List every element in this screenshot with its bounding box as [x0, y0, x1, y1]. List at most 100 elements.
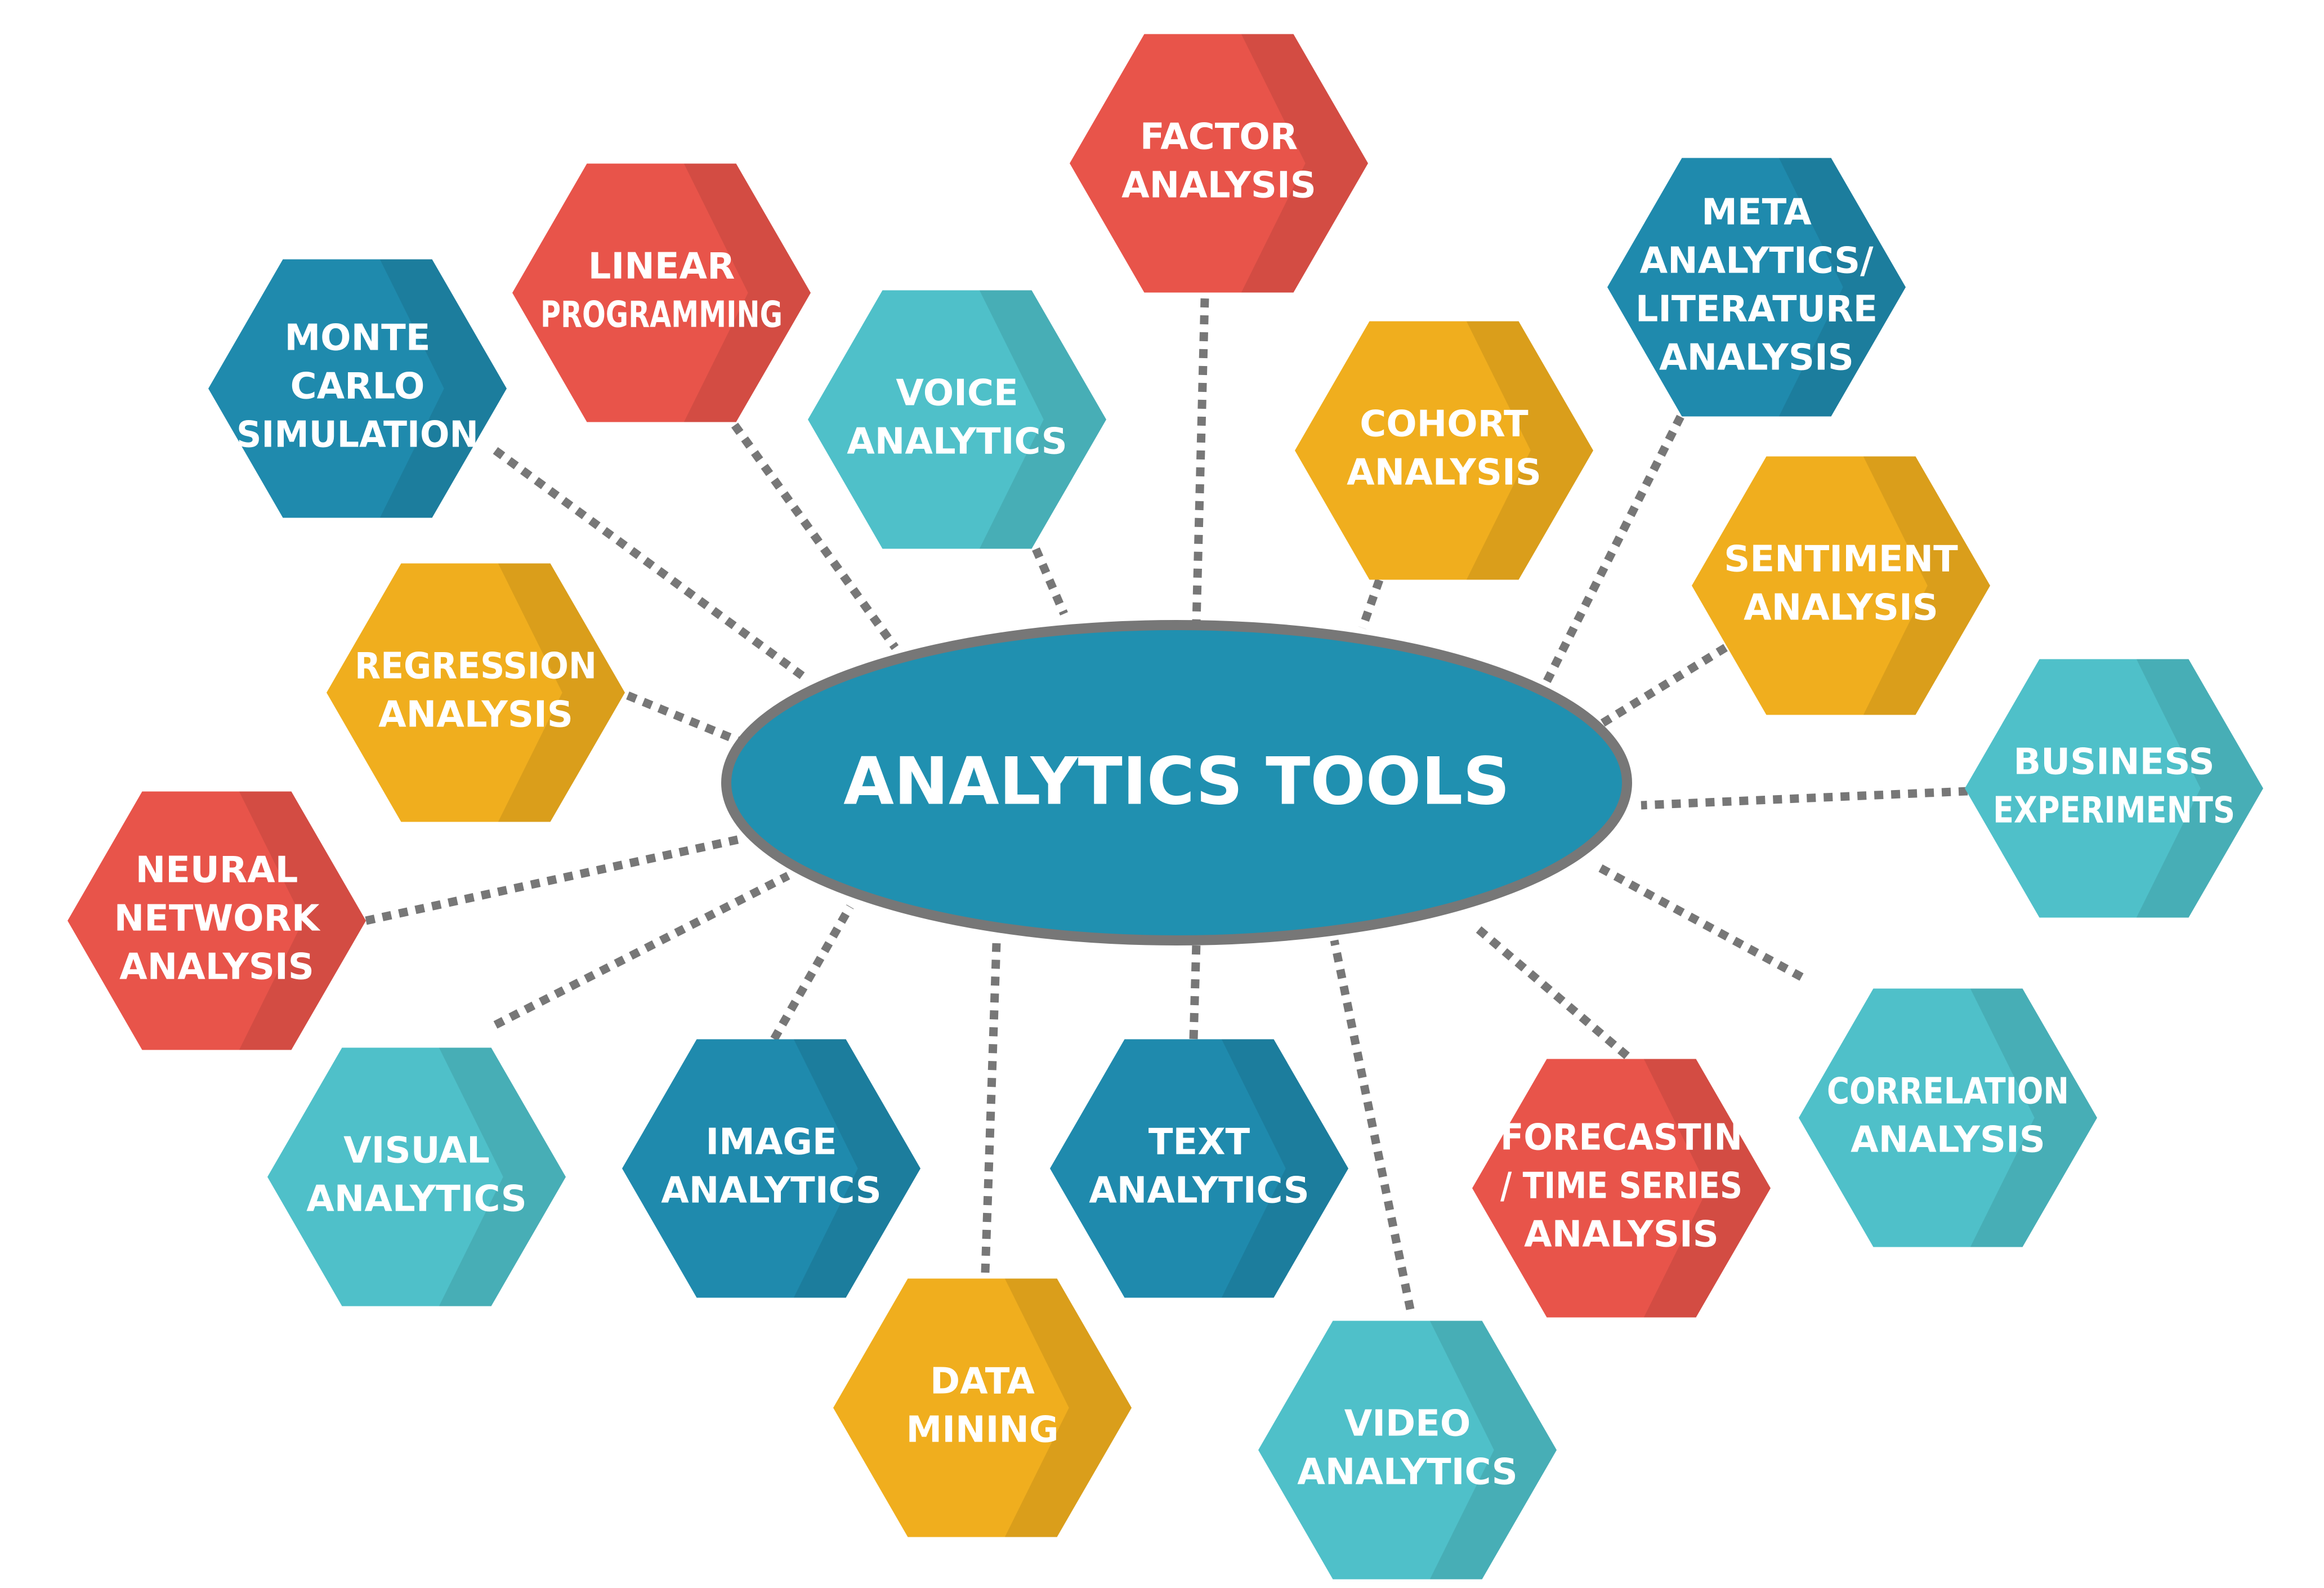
hexagon-shade-monte-carlo-simulation	[379, 259, 507, 518]
center-ellipse	[721, 620, 1632, 945]
hexagon-business-experiments	[1965, 659, 2263, 918]
node-text-analytics: TEXT ANALYTICS	[1050, 1039, 1348, 1298]
tool-nodes: FACTOR ANALYSIS LINEAR PROGRAMMING MONTE CARL…	[68, 34, 2263, 1580]
connector-sentiment-analysis	[1599, 644, 1728, 728]
hexagon-factor-analysis	[1070, 34, 1368, 293]
hexagon-visual-analytics	[267, 1047, 566, 1306]
hexagon-data-mining	[833, 1278, 1132, 1537]
connector-monte-carlo-simulation	[493, 447, 805, 680]
node-label-line: ANALYSIS	[1851, 1119, 2045, 1161]
hexagon-shade-visual-analytics	[439, 1047, 566, 1306]
node-label-line: CORRELATION	[1827, 1071, 2069, 1113]
node-correlation-analysis: CORRELATION ANALYSIS	[1799, 988, 2097, 1247]
node-data-mining: DATA MINING	[833, 1278, 1132, 1537]
hexagon-regression-analysis	[327, 563, 625, 822]
node-label-line: / TIME SERIES	[1500, 1166, 1742, 1207]
node-regression-analysis: REGRESSION ANALYSIS	[327, 563, 625, 822]
node-label-line: DATA	[930, 1361, 1035, 1403]
node-label-line: ANALYTICS	[847, 421, 1067, 463]
node-label-line: REGRESSION	[355, 646, 597, 688]
hexagon-shade-voice-analytics	[979, 290, 1106, 549]
node-label-line: ANALYTICS	[306, 1179, 527, 1220]
hexagon-text-analytics	[1050, 1039, 1348, 1298]
hexagon-shade-meta-analytics	[1778, 158, 1906, 417]
node-label-line: ANALYSIS	[1744, 587, 1938, 629]
node-label-line: BUSINESS	[2013, 742, 2214, 783]
node-visual-analytics: VISUAL ANALYTICS	[267, 1047, 566, 1306]
node-label-line: ANALYSIS	[1347, 452, 1541, 494]
node-label-line: LITERATURE	[1635, 289, 1878, 331]
connector-business-experiments	[1641, 787, 1968, 810]
center-label: ANALYTICS TOOLS	[843, 744, 1510, 820]
connector-image-analytics	[770, 904, 854, 1041]
connector-regression-analysis	[626, 692, 753, 750]
hexagon-meta-analytics	[1607, 158, 1906, 417]
node-label-line: LINEAR	[588, 246, 735, 288]
node-meta-analytics: META ANALYTICS/LITERATURE ANALYSIS	[1607, 158, 1906, 417]
node-label-line: NEURAL	[136, 850, 298, 891]
node-label-line: MONTE	[284, 318, 430, 359]
hexagon-monte-carlo-simulation	[208, 259, 507, 518]
hexagon-image-analytics	[622, 1039, 920, 1298]
node-factor-analysis: FACTOR ANALYSIS	[1070, 34, 1368, 293]
hexagon-shade-factor-analysis	[1241, 34, 1368, 293]
connector-factor-analysis	[1192, 298, 1209, 623]
node-voice-analytics: VOICE ANALYTICS	[808, 290, 1106, 549]
hexagon-voice-analytics	[808, 290, 1106, 549]
node-label-line: ANALYTICS/	[1640, 240, 1874, 282]
node-video-analytics: VIDEO ANALYTICS	[1258, 1321, 1557, 1580]
node-label-line: ANALYSIS	[378, 694, 573, 736]
node-forecasting-time-series: FORECASTIN / TIME SERIES ANALYSIS	[1472, 1059, 1771, 1318]
node-label-line: MINING	[906, 1409, 1059, 1451]
node-sentiment-analysis: SENTIMENT ANALYSIS	[1692, 456, 1990, 715]
hexagon-shade-business-experiments	[2136, 659, 2263, 918]
hexagon-forecasting-time-series	[1472, 1059, 1771, 1318]
node-label-line: VOICE	[896, 373, 1018, 414]
node-cohort-analysis: COHORT ANALYSIS	[1295, 321, 1593, 580]
hexagon-shade-forecasting-time-series	[1643, 1059, 1771, 1318]
hexagon-correlation-analysis	[1799, 988, 2097, 1247]
node-label-line: ANALYSIS	[1524, 1214, 1719, 1256]
connector-visual-analytics	[493, 872, 790, 1029]
hexagon-shade-neural-network-analysis	[239, 791, 366, 1050]
node-label-line: ANALYSIS	[1121, 165, 1316, 207]
connector-forecasting-time-series	[1472, 923, 1630, 1059]
hexagon-shade-cohort-analysis	[1466, 321, 1593, 580]
connector-video-analytics	[1330, 939, 1415, 1310]
node-label-line: ANALYTICS	[1297, 1452, 1518, 1493]
hexagon-neural-network-analysis	[68, 791, 366, 1050]
node-neural-network-analysis: NEURAL NETWORK ANALYSIS	[68, 791, 366, 1050]
node-label-line: META	[1701, 192, 1812, 234]
node-label-line: FACTOR	[1140, 117, 1298, 158]
connector-neural-network-analysis	[365, 835, 741, 925]
node-label-line: FORECASTIN	[1500, 1117, 1742, 1159]
connector-cohort-analysis	[1358, 578, 1384, 630]
node-label-line: IMAGE	[705, 1122, 837, 1163]
node-label-line: VIDEO	[1344, 1403, 1471, 1445]
connector-data-mining	[981, 943, 1001, 1273]
node-label-line: COHORT	[1360, 404, 1529, 445]
node-label-line: NETWORK	[114, 898, 321, 940]
hexagon-sentiment-analysis	[1692, 456, 1990, 715]
hexagon-shade-image-analytics	[793, 1039, 920, 1298]
node-label-line: VISUAL	[343, 1130, 490, 1172]
center-hub: ANALYTICS TOOLS	[721, 620, 1632, 945]
hexagon-cohort-analysis	[1295, 321, 1593, 580]
node-label-line: CARLO	[290, 366, 425, 408]
hexagon-shade-sentiment-analysis	[1863, 456, 1990, 715]
node-label-line: PROGRAMMING	[540, 295, 783, 336]
hexagon-shade-linear-programming	[683, 163, 811, 422]
node-label-line: ANALYTICS	[1089, 1170, 1310, 1212]
connectors	[365, 298, 1968, 1310]
node-label-line: TEXT	[1148, 1122, 1250, 1163]
hexagon-shade-correlation-analysis	[1970, 988, 2097, 1247]
node-label-line: SIMULATION	[236, 414, 479, 456]
node-linear-programming: LINEAR PROGRAMMING	[512, 163, 811, 422]
node-monte-carlo-simulation: MONTE CARLO SIMULATION	[208, 259, 507, 518]
node-label-line: SENTIMENT	[1724, 539, 1958, 581]
node-label-line: ANALYSIS	[119, 947, 314, 988]
node-label-line: ANALYSIS	[1659, 337, 1854, 379]
